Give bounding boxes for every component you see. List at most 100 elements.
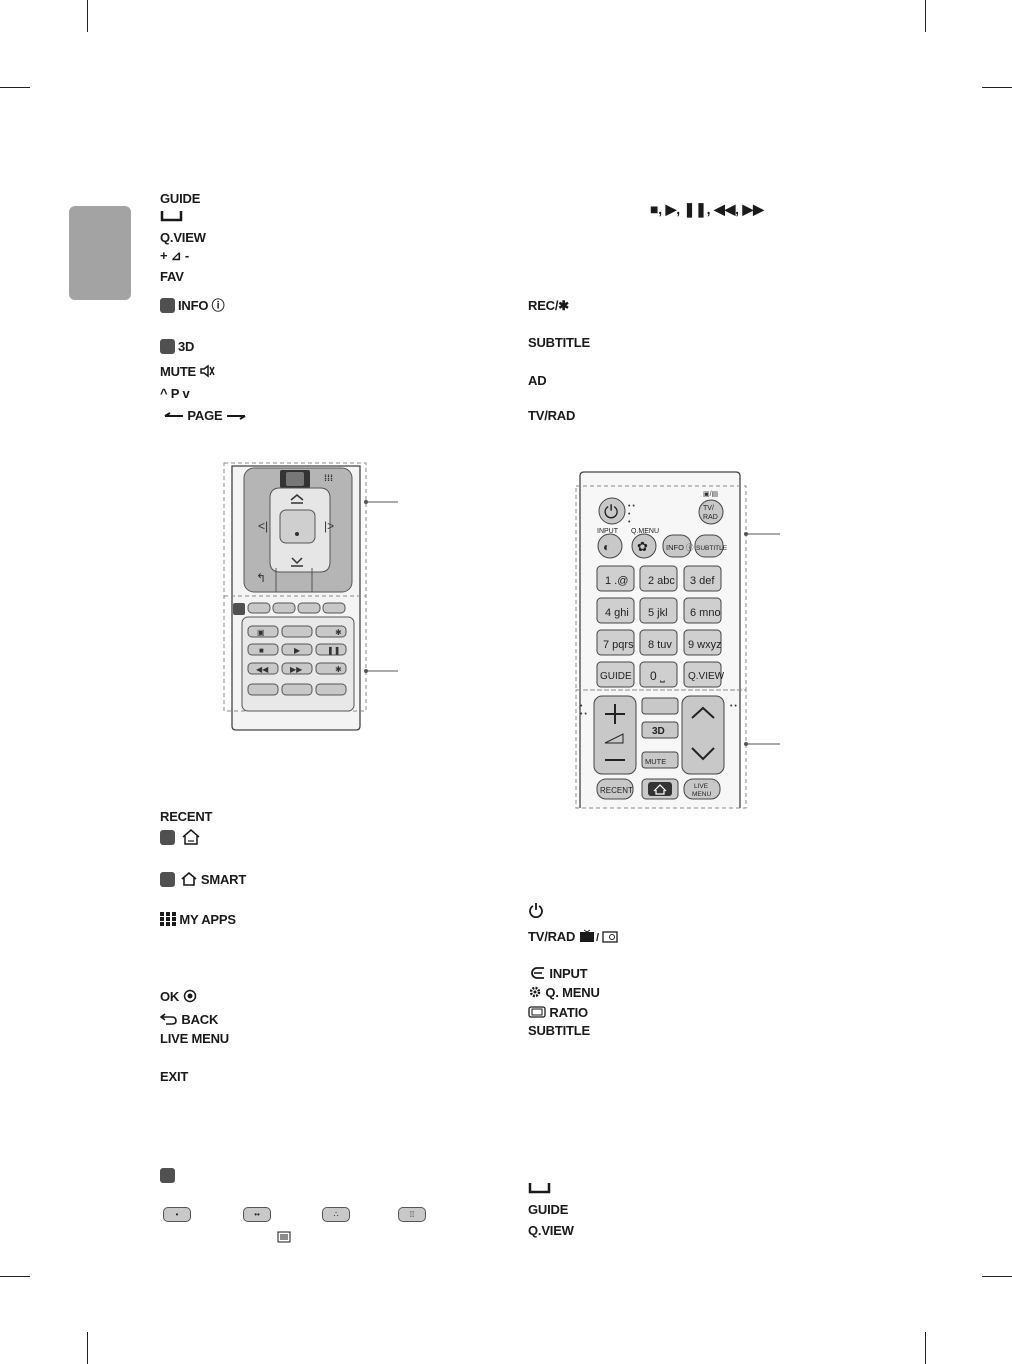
svg-text:▣/▤: ▣/▤: [703, 491, 718, 498]
ratio-label: RATIO: [528, 1005, 588, 1020]
svg-text:/: /: [596, 932, 599, 943]
svg-text:LIVE: LIVE: [694, 783, 709, 790]
subtitle-label: SUBTITLE: [528, 335, 590, 350]
ok-label: OK: [160, 989, 197, 1004]
mute-label: MUTE: [160, 364, 216, 379]
svg-text:5 jkl: 5 jkl: [648, 607, 668, 619]
fav-label: FAV: [160, 269, 184, 284]
power-icon: [528, 902, 544, 921]
yellow-button: ∴: [322, 1207, 350, 1222]
tv-radio-icon: /: [579, 929, 618, 944]
playback-label: ■, ▶, ❚❚, ◀◀, ▶▶: [650, 201, 764, 217]
svg-text:•: •: [628, 511, 631, 518]
live-menu-label: LIVE MENU: [160, 1031, 229, 1046]
input-icon: [531, 967, 544, 979]
my-apps-label: MY APPS: [160, 912, 236, 927]
arrow-left-icon: [164, 412, 183, 417]
green-button: ••: [243, 1207, 271, 1222]
key-square-icon: [160, 872, 175, 887]
text-list-icon: [277, 1231, 291, 1243]
svg-text:▣: ▣: [257, 628, 265, 637]
svg-text:◐: ◐: [603, 540, 610, 554]
page-label: PAGE: [164, 408, 246, 423]
3d-label: 3D: [160, 339, 194, 354]
key-square-icon: [160, 830, 175, 845]
svg-text:✿: ✿: [637, 539, 648, 554]
crop-mark: [0, 87, 30, 88]
magic-remote-diagram: ⁞⁞⁞ <| |> ↰ ▣✱ ■▶❚❚ ◀◀▶▶✱: [223, 462, 398, 731]
input-label: INPUT: [528, 966, 588, 981]
svg-text:|>: |>: [324, 519, 334, 533]
recent-button-label: RECENT: [600, 786, 633, 795]
space-icon: [160, 210, 184, 225]
svg-text:<|: <|: [258, 519, 268, 533]
red-button: •: [163, 1207, 191, 1222]
svg-text:9 wxyz: 9 wxyz: [688, 639, 722, 651]
info-button-label: INFO ⓘ: [666, 543, 694, 552]
info-label: INFO ⓘ: [160, 295, 225, 314]
svg-text:2 abc: 2 abc: [648, 575, 675, 587]
svg-text:✱: ✱: [335, 665, 342, 674]
crop-mark: [925, 1332, 926, 1364]
program-label: ^ P v: [160, 386, 190, 401]
mute-icon: [200, 364, 216, 378]
q-menu-label: Q. MENU: [528, 985, 600, 1000]
svg-text:MENU: MENU: [692, 791, 711, 798]
svg-text:•: •: [580, 703, 583, 710]
ratio-icon: [528, 1006, 546, 1018]
ok-icon: [183, 989, 196, 1003]
svg-text:RAD: RAD: [703, 514, 718, 521]
home-icon: [182, 829, 200, 845]
space-icon: [528, 1182, 552, 1197]
svg-text:▶: ▶: [294, 646, 301, 655]
home-label: [160, 828, 201, 845]
crop-mark: [0, 1276, 30, 1277]
svg-text:6 mno: 6 mno: [690, 607, 721, 619]
arrow-right-icon: [226, 415, 246, 420]
home-icon: [181, 871, 197, 886]
subtitle2-label: SUBTITLE: [528, 1023, 590, 1038]
ad-label: AD: [528, 373, 547, 388]
crop-mark: [87, 1332, 88, 1364]
svg-text:⏻: ⏻: [604, 502, 618, 522]
back-label: BACK: [159, 1012, 218, 1027]
svg-text:•: •: [628, 519, 631, 526]
svg-text:• •: • •: [580, 711, 587, 718]
svg-text:✱: ✱: [335, 628, 342, 637]
key-square-icon: [160, 339, 175, 354]
subtitle-button-label: SUBTITLE: [696, 545, 728, 552]
gear-icon: [529, 986, 541, 998]
svg-text:• •: • •: [628, 503, 635, 510]
input-button-label: INPUT: [597, 528, 619, 535]
crop-mark: [982, 1276, 1012, 1277]
svg-text:⁞⁞⁞: ⁞⁞⁞: [324, 473, 333, 483]
key-square-icon: [160, 298, 175, 313]
qview-button-label: Q.VIEW: [688, 671, 725, 682]
recent-label: RECENT: [160, 809, 213, 824]
language-tab: [69, 206, 131, 300]
exit-label: EXIT: [160, 1069, 189, 1084]
standard-remote-diagram: ⏻ • • • • ▣/▤ TV/ RAD INPUT Q.MENU ◐ ✿ I…: [575, 471, 780, 809]
volume-label: + ⊿ -: [160, 248, 190, 263]
svg-text:↰: ↰: [256, 571, 266, 585]
guide-label: GUIDE: [160, 191, 201, 206]
tv-rad-label: TV/RAD: [528, 408, 576, 423]
qview-label: Q.VIEW: [160, 230, 206, 245]
svg-text:0 ⎵: 0 ⎵: [650, 669, 665, 683]
crop-mark: [982, 87, 1012, 88]
guide2-label: GUIDE: [528, 1202, 569, 1217]
guide-button-label: GUIDE: [600, 671, 632, 682]
svg-text:7 pqrs: 7 pqrs: [603, 639, 634, 651]
svg-text:1 .@: 1 .@: [605, 575, 628, 587]
smart-label: SMART: [160, 871, 246, 887]
key-square-icon: [160, 1167, 178, 1185]
back-arrow-icon: [159, 1013, 177, 1025]
rec-label: REC/✱: [528, 298, 569, 313]
qview2-label: Q.VIEW: [528, 1223, 574, 1238]
tv-rad-icons-label: TV/RAD /: [528, 929, 619, 944]
apps-grid-icon: [160, 912, 176, 926]
svg-text:4 ghi: 4 ghi: [605, 607, 629, 619]
svg-text:■: ■: [259, 646, 264, 655]
svg-text:❚❚: ❚❚: [327, 646, 340, 655]
3d-button-label: 3D: [652, 726, 665, 737]
